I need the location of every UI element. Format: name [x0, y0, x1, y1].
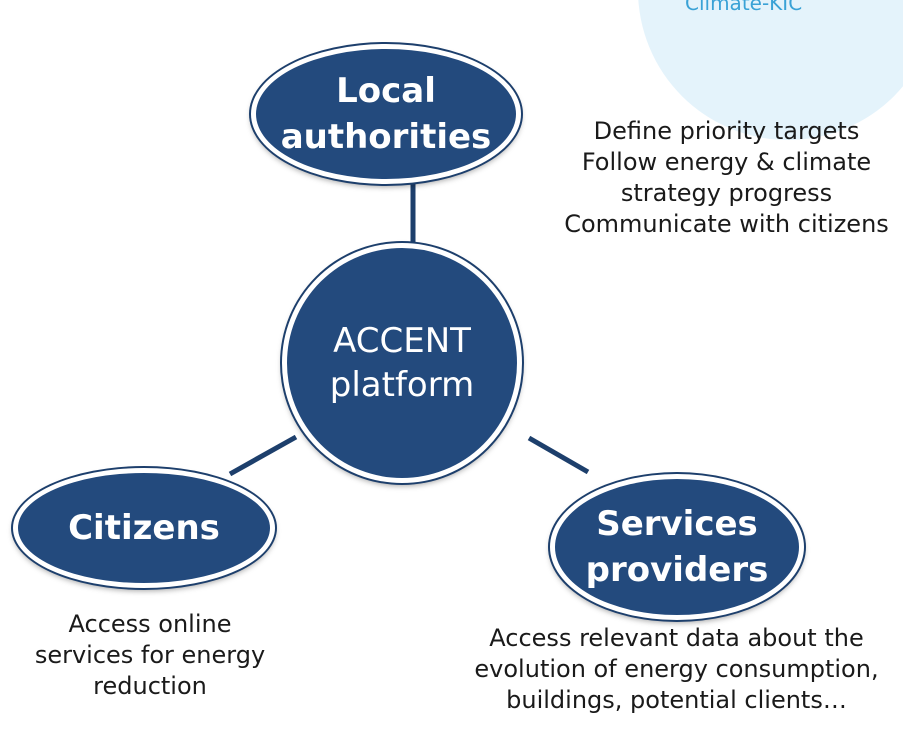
local-authorities-description-line: Follow energy & climate [581, 148, 872, 176]
services-providers-description-line: Access relevant data about the [489, 624, 864, 652]
node-accent-platform-line-2: platform [329, 365, 475, 405]
services-providers-description: Access relevant data about the evolution… [450, 623, 903, 716]
node-services-providers: Services providers [550, 474, 804, 620]
node-citizens: Citizens [13, 468, 275, 588]
local-authorities-description-line: strategy progress [620, 179, 833, 207]
local-authorities-description-line: Define priority targets [593, 117, 860, 145]
connector-services-providers [527, 435, 590, 475]
node-services-providers-line-1: Services [596, 504, 758, 544]
node-services-providers-line-2: providers [585, 550, 769, 590]
local-authorities-description: Define priority targets Follow energy & … [550, 116, 903, 240]
node-accent-platform-line-1: ACCENT [333, 321, 471, 361]
citizens-description: Access online services for energy reduct… [20, 609, 280, 702]
node-local-authorities-line-2: authorities [280, 117, 492, 157]
citizens-description-line: services for energy [34, 641, 266, 669]
node-local-authorities-line-1: Local [336, 71, 436, 111]
node-local-authorities: Local authorities [251, 44, 521, 184]
citizens-description-line: Access online [68, 610, 232, 638]
corner-badge-text: Climate-KIC [685, 0, 803, 15]
local-authorities-description-line: Communicate with citizens [564, 210, 889, 238]
services-providers-description-line: buildings, potential clients… [506, 686, 847, 714]
node-citizens-label: Citizens [68, 508, 220, 548]
connector-citizens [228, 434, 298, 477]
citizens-description-line: reduction [93, 672, 207, 700]
node-accent-platform: ACCENT platform [282, 243, 522, 483]
services-providers-description-line: evolution of energy consumption, [474, 655, 879, 683]
